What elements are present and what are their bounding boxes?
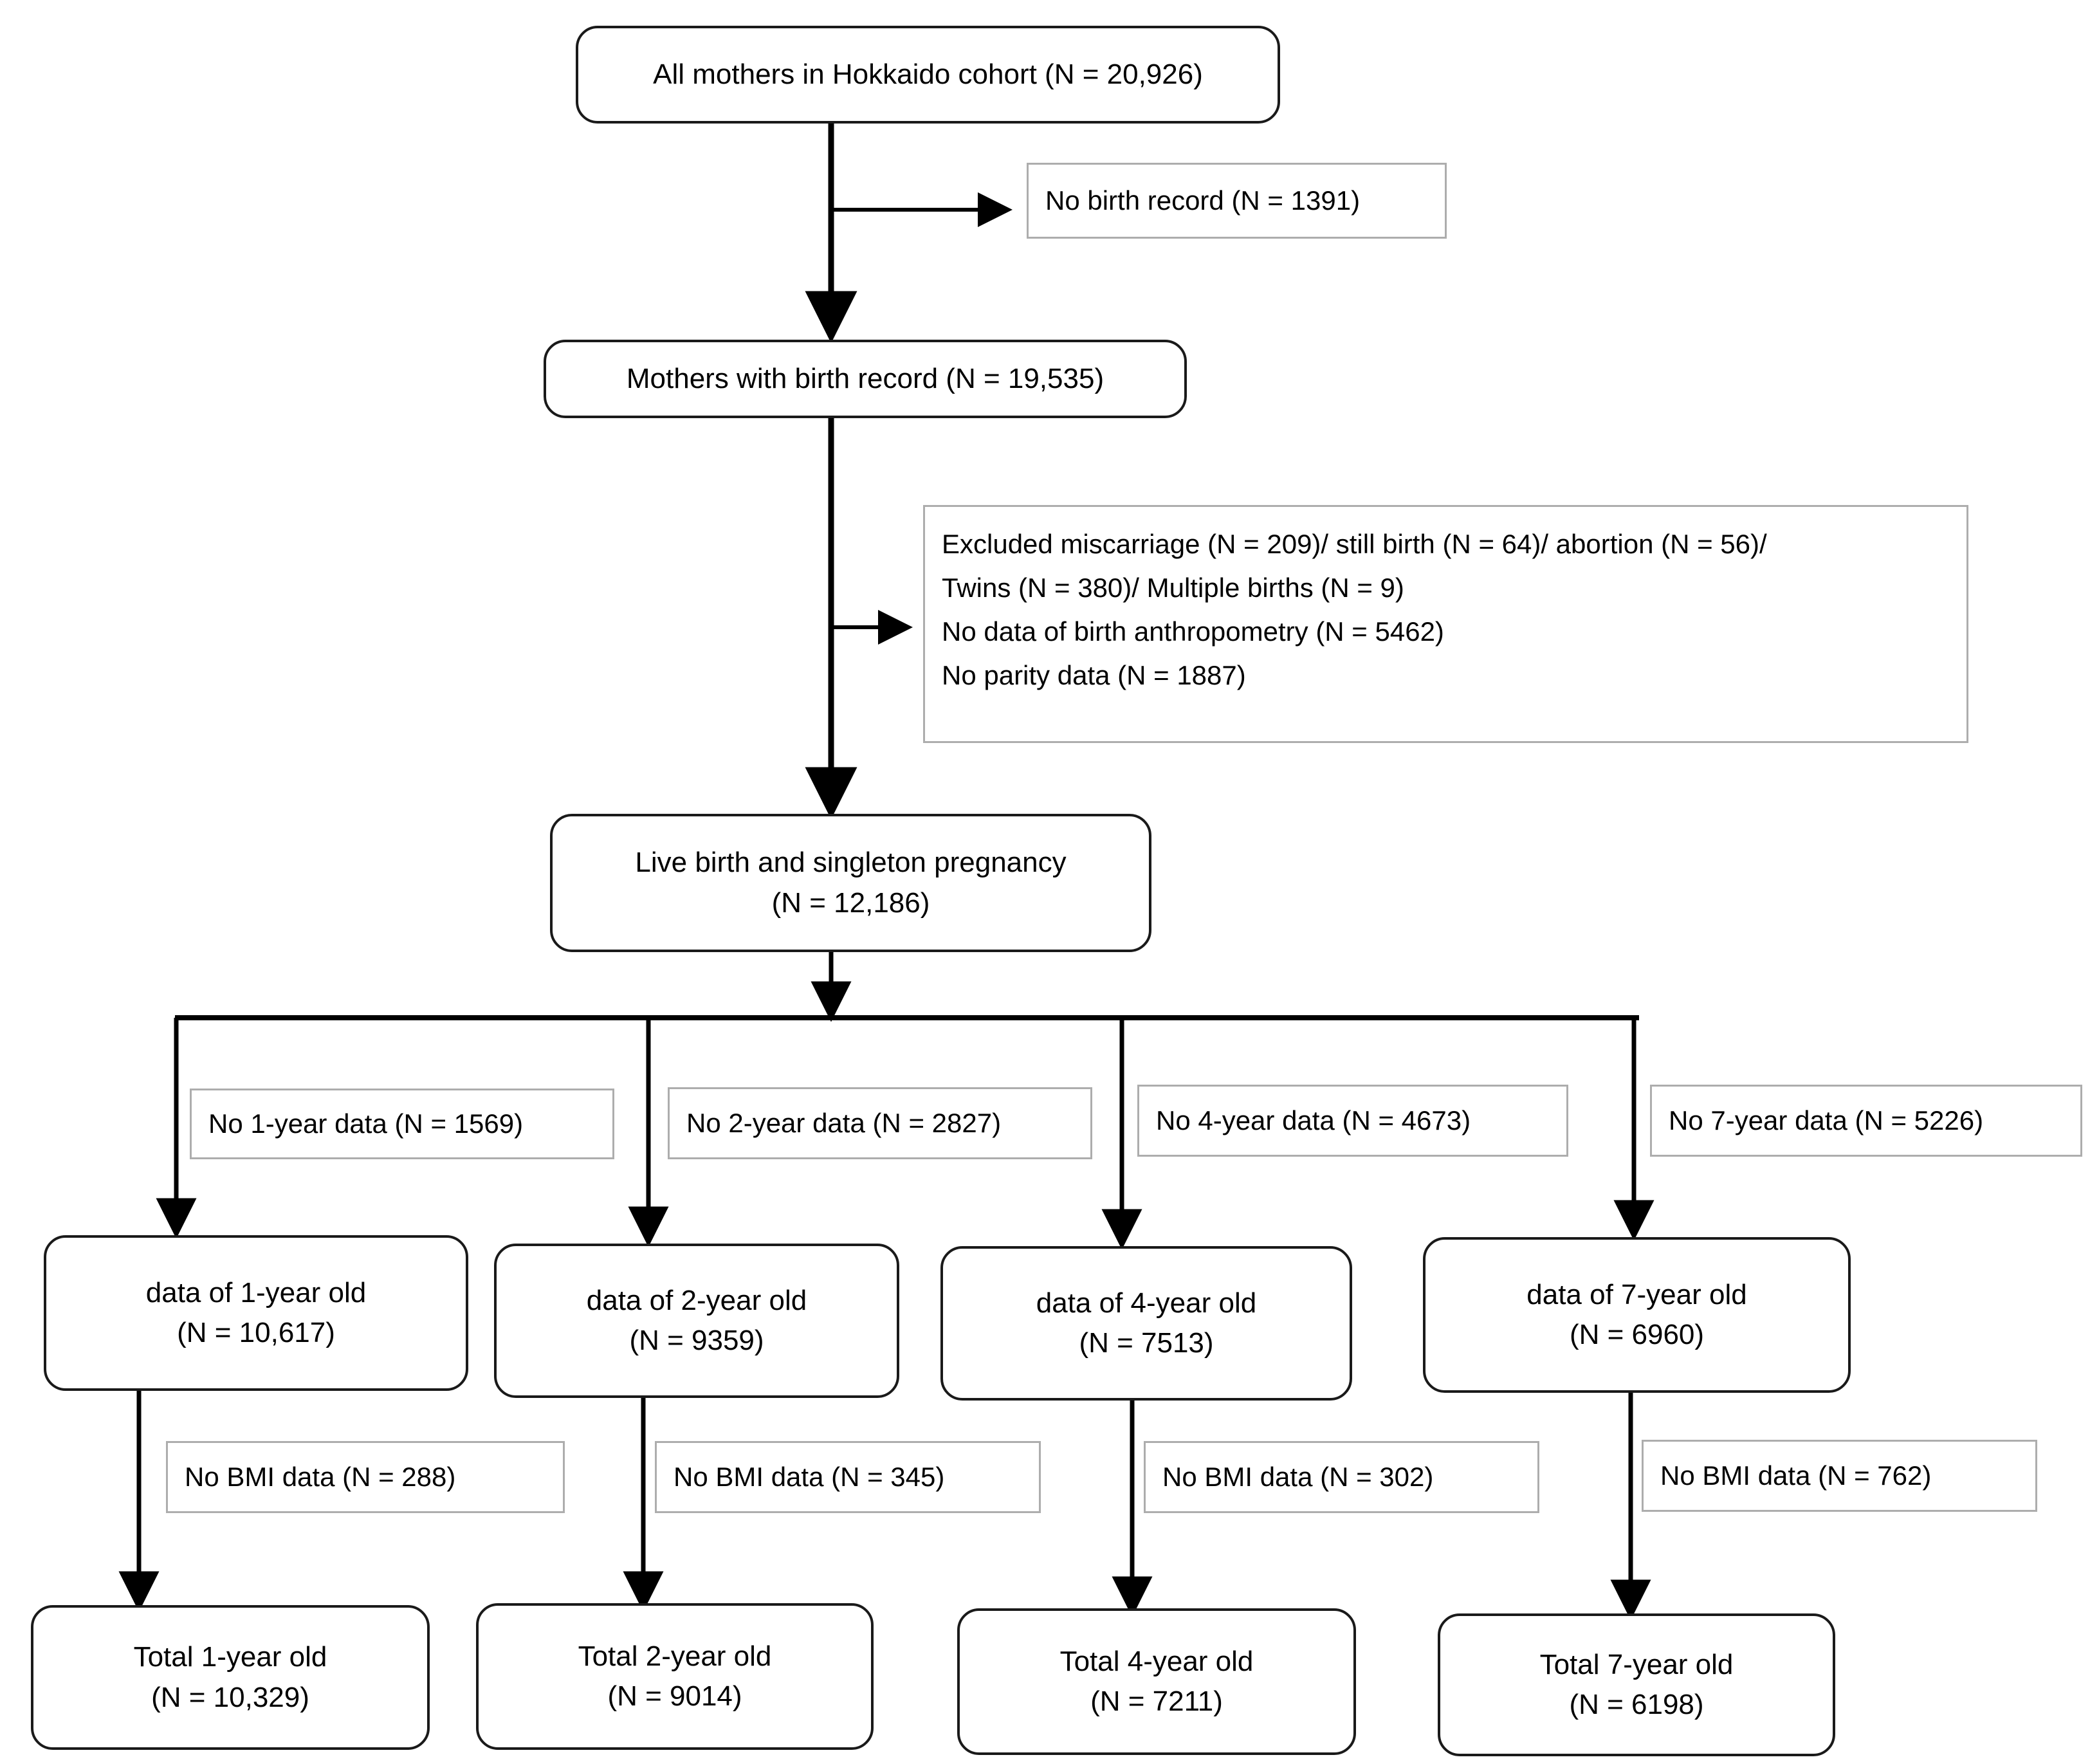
node-no-bmi-data-1-year-label: No BMI data (N = 288) <box>185 1461 456 1492</box>
node-data-4-year-old-label: data of 4-year old <box>1036 1287 1257 1319</box>
node-total-7-year-old[interactable]: Total 7-year old (N = 6198) <box>1438 1613 1835 1756</box>
node-no-7-year-data-label: No 7-year data (N = 5226) <box>1669 1105 1984 1135</box>
node-data-1-year-old-label: data of 1-year old <box>145 1276 367 1309</box>
node-no-1-year-data[interactable]: No 1-year data (N = 1569) <box>190 1089 614 1159</box>
node-live-birth-singleton[interactable]: Live birth and singleton pregnancy (N = … <box>550 814 1151 952</box>
node-total-1-year-old-count: (N = 10,329) <box>151 1681 309 1713</box>
node-no-birth-record[interactable]: No birth record (N = 1391) <box>1027 163 1447 239</box>
node-excluded-criteria[interactable]: Excluded miscarriage (N = 209)/ still bi… <box>923 505 1968 743</box>
node-data-7-year-old[interactable]: data of 7-year old (N = 6960) <box>1423 1237 1851 1393</box>
node-no-2-year-data[interactable]: No 2-year data (N = 2827) <box>668 1087 1092 1159</box>
node-data-2-year-old[interactable]: data of 2-year old (N = 9359) <box>494 1244 899 1398</box>
node-mothers-with-birth-record-label: Mothers with birth record (N = 19,535) <box>626 362 1104 394</box>
node-no-bmi-data-7-year-label: No BMI data (N = 762) <box>1660 1460 1932 1491</box>
node-data-4-year-old-count: (N = 7513) <box>1079 1327 1214 1359</box>
node-live-birth-count: (N = 12,186) <box>771 887 930 919</box>
node-no-bmi-data-7-year[interactable]: No BMI data (N = 762) <box>1642 1440 2037 1512</box>
node-total-4-year-old[interactable]: Total 4-year old (N = 7211) <box>957 1608 1356 1755</box>
node-no-bmi-data-1-year[interactable]: No BMI data (N = 288) <box>166 1441 565 1513</box>
node-data-7-year-old-count: (N = 6960) <box>1569 1319 1705 1350</box>
node-total-2-year-old-label: Total 2-year old <box>578 1640 772 1672</box>
node-no-1-year-data-label: No 1-year data (N = 1569) <box>208 1108 524 1139</box>
node-no-bmi-data-4-year-label: No BMI data (N = 302) <box>1162 1461 1434 1492</box>
node-total-1-year-old-label: Total 1-year old <box>133 1641 327 1673</box>
node-total-2-year-old[interactable]: Total 2-year old (N = 9014) <box>476 1603 874 1750</box>
node-live-birth-label: Live birth and singleton pregnancy <box>635 847 1067 879</box>
node-all-mothers[interactable]: All mothers in Hokkaido cohort (N = 20,9… <box>576 26 1280 124</box>
node-data-2-year-old-label: data of 2-year old <box>586 1284 807 1316</box>
node-all-mothers-label: All mothers in Hokkaido cohort (N = 20,9… <box>653 58 1203 90</box>
node-total-4-year-old-count: (N = 7211) <box>1090 1686 1223 1717</box>
node-no-birth-record-label: No birth record (N = 1391) <box>1045 185 1361 216</box>
node-total-4-year-old-label: Total 4-year old <box>1059 1645 1254 1677</box>
node-no-4-year-data[interactable]: No 4-year data (N = 4673) <box>1137 1085 1568 1157</box>
excluded-line-4: No parity data (N = 1887) <box>942 660 1246 691</box>
node-total-1-year-old[interactable]: Total 1-year old (N = 10,329) <box>31 1605 430 1750</box>
node-data-1-year-old[interactable]: data of 1-year old (N = 10,617) <box>44 1235 468 1391</box>
node-no-bmi-data-4-year[interactable]: No BMI data (N = 302) <box>1144 1441 1539 1513</box>
excluded-line-2: Twins (N = 380)/ Multiple births (N = 9) <box>942 573 1404 603</box>
node-no-bmi-data-2-year-label: No BMI data (N = 345) <box>674 1461 945 1492</box>
node-data-7-year-old-label: data of 7-year old <box>1526 1278 1747 1310</box>
node-data-1-year-old-count: (N = 10,617) <box>177 1317 335 1348</box>
excluded-line-3: No data of birth anthropometry (N = 5462… <box>942 616 1444 647</box>
node-no-4-year-data-label: No 4-year data (N = 4673) <box>1156 1105 1471 1135</box>
node-total-7-year-old-label: Total 7-year old <box>1539 1648 1734 1680</box>
node-total-2-year-old-count: (N = 9014) <box>607 1680 742 1712</box>
node-total-7-year-old-count: (N = 6198) <box>1569 1689 1704 1720</box>
node-mothers-with-birth-record[interactable]: Mothers with birth record (N = 19,535) <box>544 340 1187 418</box>
node-no-bmi-data-2-year[interactable]: No BMI data (N = 345) <box>655 1441 1041 1513</box>
node-data-2-year-old-count: (N = 9359) <box>629 1325 764 1356</box>
excluded-line-1: Excluded miscarriage (N = 209)/ still bi… <box>942 529 1767 559</box>
node-no-7-year-data[interactable]: No 7-year data (N = 5226) <box>1650 1085 2082 1157</box>
node-data-4-year-old[interactable]: data of 4-year old (N = 7513) <box>940 1246 1352 1401</box>
node-no-2-year-data-label: No 2-year data (N = 2827) <box>686 1107 1002 1138</box>
